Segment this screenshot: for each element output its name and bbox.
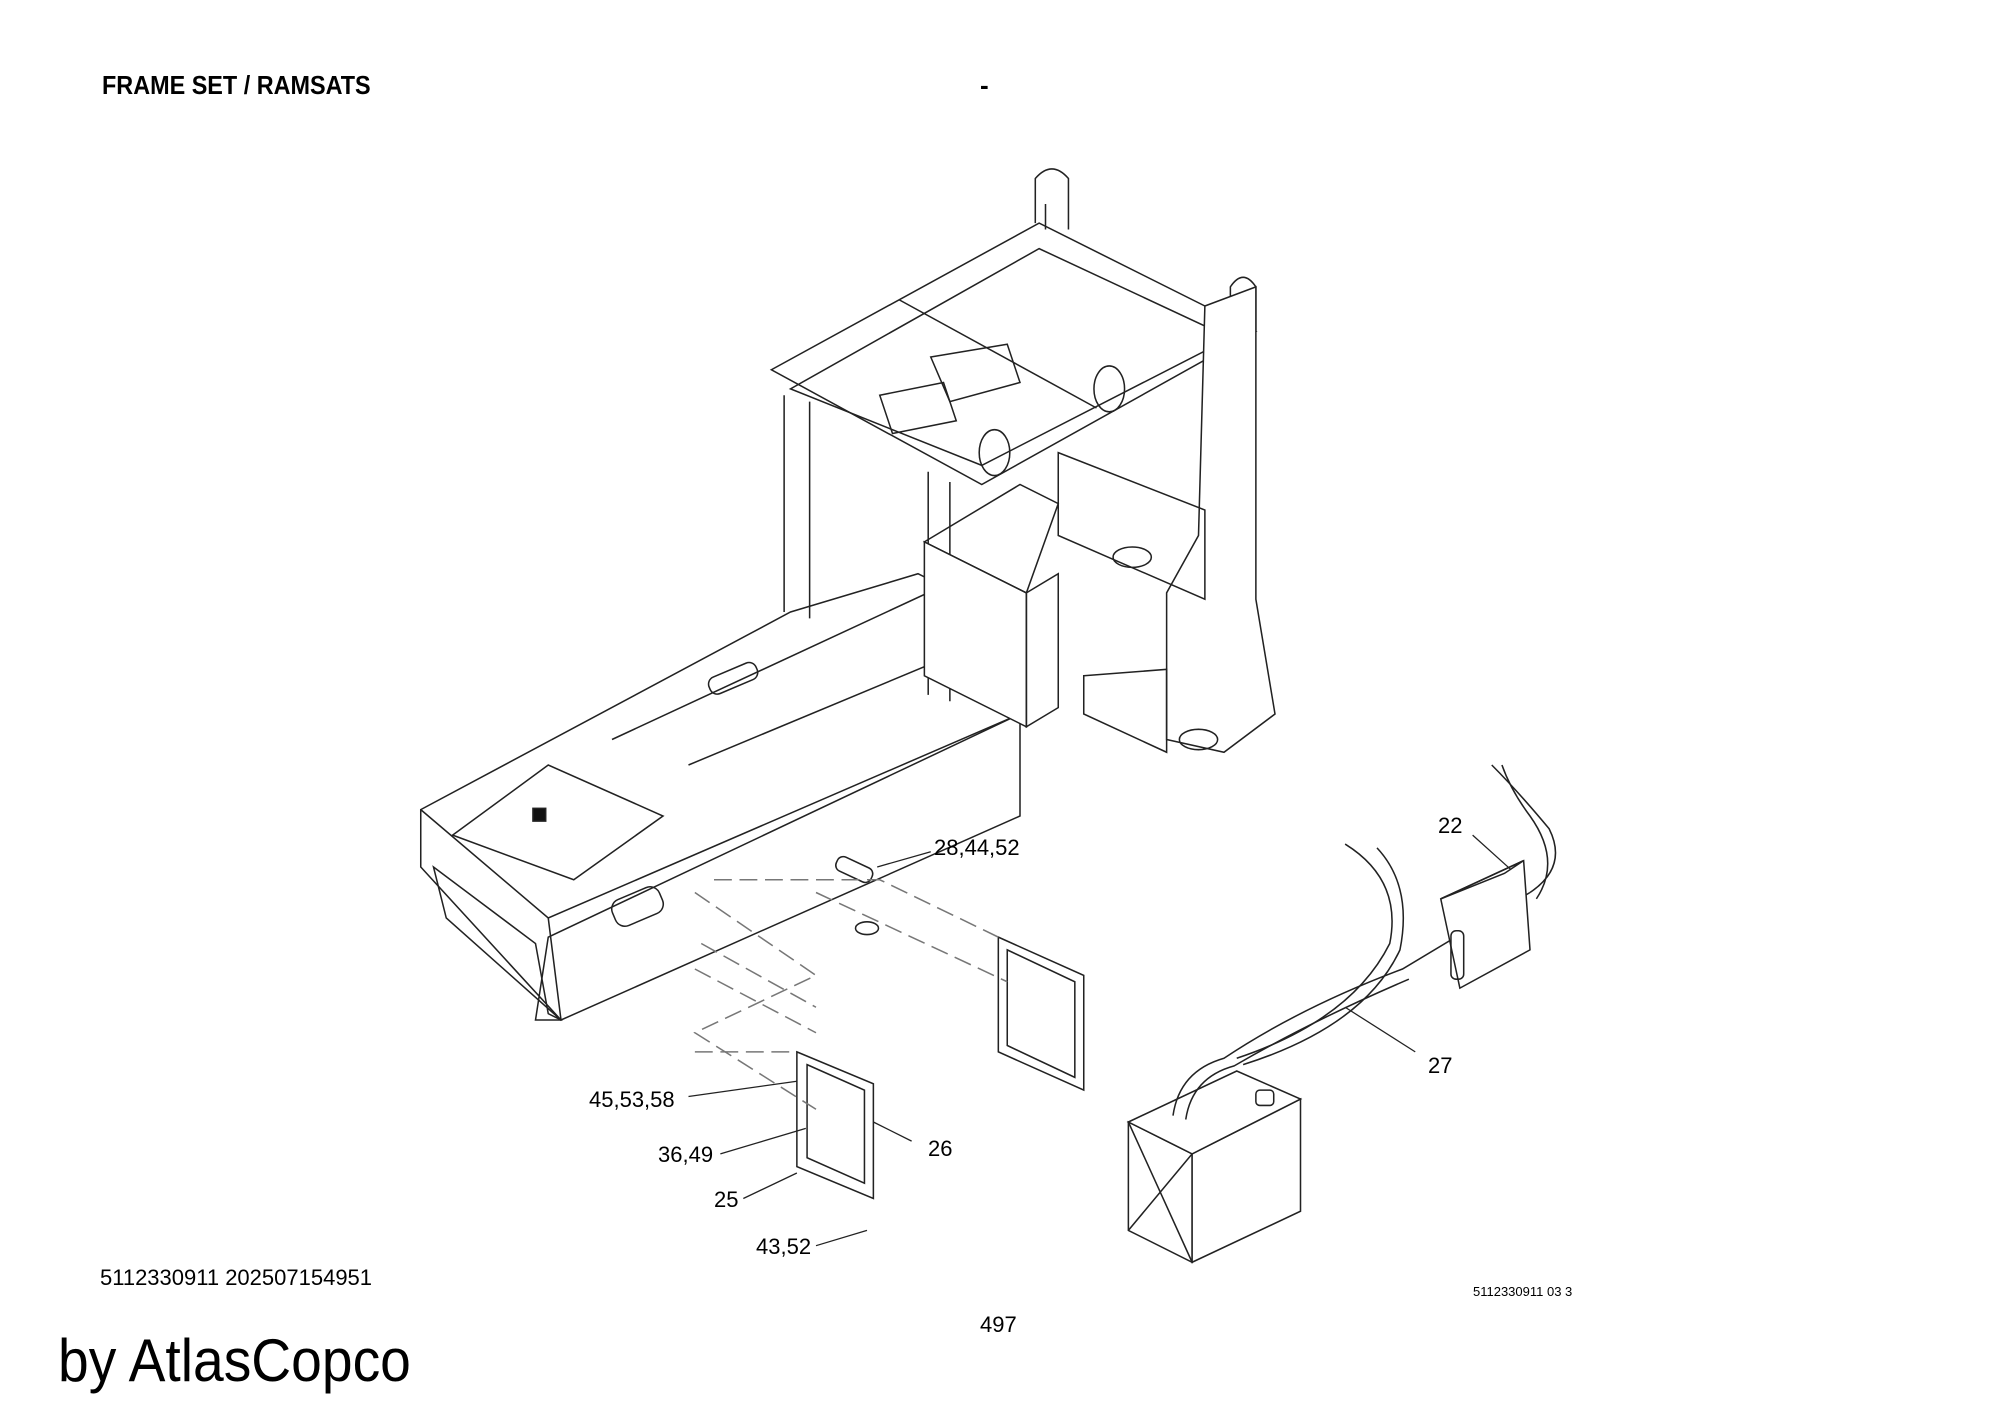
callout-27: 27	[1428, 1053, 1453, 1078]
title-separator: -	[980, 70, 989, 100]
drawing-code: 5112330911 03 3	[1473, 1284, 1573, 1299]
document-id: 5112330911 202507154951	[100, 1265, 373, 1290]
callout-43-52: 43,52	[756, 1234, 812, 1259]
callout-36-49: 36,49	[658, 1142, 714, 1167]
cover-plate	[451, 764, 665, 881]
relay-box	[1439, 859, 1531, 990]
page-number: 497	[980, 1312, 1017, 1337]
frame-right	[997, 935, 1085, 1092]
callout-26: 26	[928, 1136, 953, 1161]
watermark: by AtlasCopco	[58, 1327, 411, 1394]
leader-lines	[688, 834, 1512, 1247]
page-title: FRAME SET / RAMSATS	[102, 70, 371, 100]
callout-28-44-52: 28,44,52	[934, 835, 1020, 860]
frame-25-26	[796, 1050, 875, 1200]
mount-box	[922, 483, 1060, 729]
side-plate	[1057, 285, 1276, 754]
callout-25: 25	[714, 1187, 739, 1212]
callout-22: 22	[1438, 813, 1463, 838]
battery-box	[1126, 1070, 1303, 1264]
chassis-frame	[419, 572, 1022, 1022]
callout-45-53-58: 45,53,58	[589, 1087, 675, 1112]
